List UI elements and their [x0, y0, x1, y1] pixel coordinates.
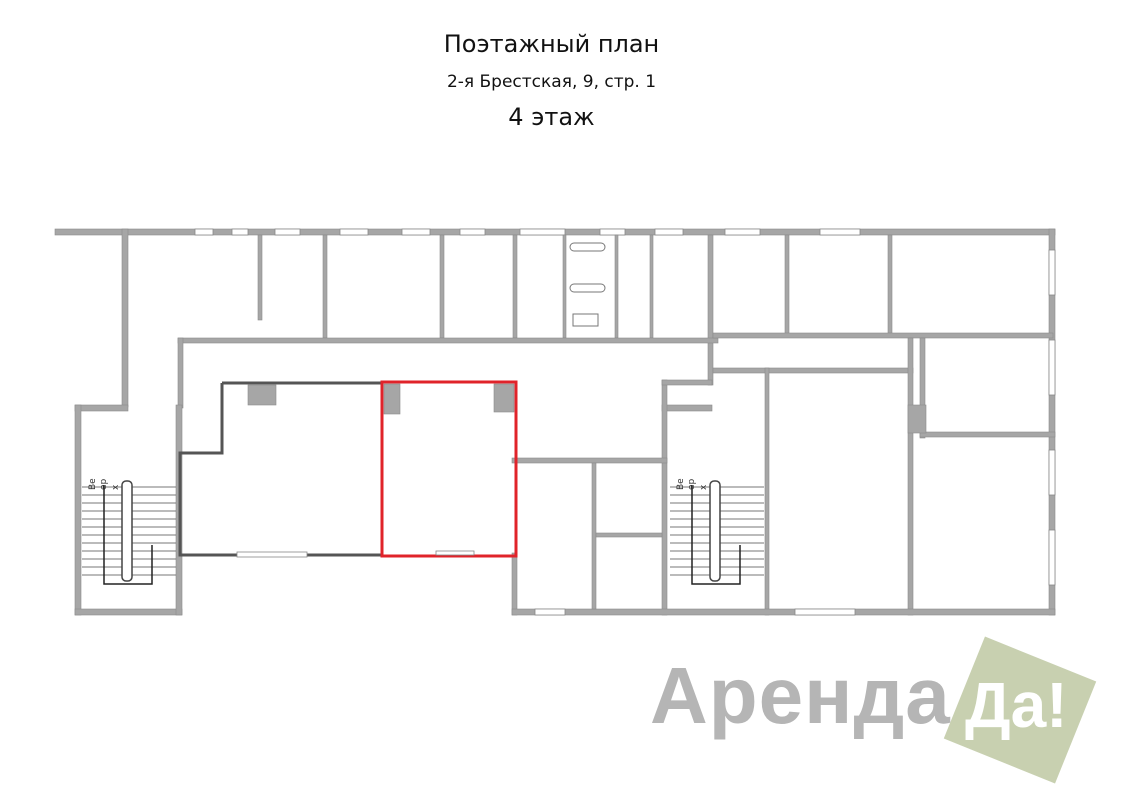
stair-label-2: ер: [99, 478, 109, 490]
wc-fixtures: [569, 242, 606, 327]
walls: [54, 228, 1056, 616]
address: 2-я Брестская, 9, стр. 1: [446, 72, 657, 92]
stairs-left: Ве ер х: [82, 478, 176, 585]
stair-label-2: ер: [687, 478, 697, 490]
stair-label-1: Ве: [88, 478, 98, 490]
logo-badge-text: Да!: [965, 669, 1068, 741]
right-windows: [1048, 249, 1056, 586]
top-windows: [194, 228, 861, 236]
stair-direction-arrow: [691, 485, 741, 585]
stair-label-1: Ве: [676, 478, 686, 490]
page-title: Поэтажный план: [443, 30, 660, 58]
stair-handrail: [121, 480, 133, 582]
logo-word: Аренда: [650, 651, 951, 740]
stair-direction-arrow: [103, 485, 153, 585]
stair-label-3: х: [699, 484, 709, 490]
floor-label: 4 этаж: [508, 103, 595, 131]
bottom-windows: [534, 608, 856, 616]
room-window: [236, 551, 308, 558]
highlighted-room[interactable]: [380, 380, 518, 558]
stair-label-3: х: [111, 484, 121, 490]
stair-handrail: [709, 480, 721, 582]
stairs-right: Ве ер х: [670, 478, 764, 585]
highlighted-room-window: [435, 550, 475, 556]
room-outline: [178, 381, 382, 557]
